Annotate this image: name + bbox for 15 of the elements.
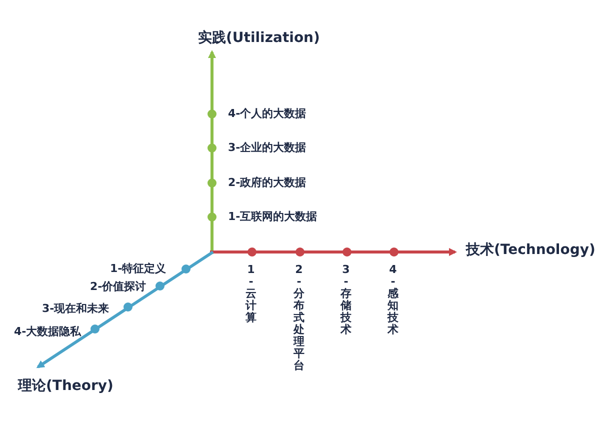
- axis-item: 1-互联网的大数据: [228, 210, 318, 223]
- axis-item: 1-云计算: [245, 264, 257, 324]
- axis-item: 2-分布式处理平台: [293, 264, 305, 372]
- axis-title: 实践(Utilization): [198, 32, 320, 45]
- axis-item: 4-个人的大数据: [228, 107, 306, 120]
- axis-item: 3-企业的大数据: [228, 141, 306, 154]
- axis-item: 2-价值探讨: [90, 280, 146, 293]
- axis-item: 3-存储技术: [340, 264, 352, 336]
- axis-item: 4-大数据隐私: [14, 325, 82, 338]
- axis-title: 技术(Technology): [466, 244, 596, 257]
- axis-item: 1-特征定义: [110, 262, 166, 275]
- axis-item: 3-现在和未来: [42, 302, 110, 315]
- axis-item: 2-政府的大数据: [228, 176, 306, 189]
- axis-item: 4-感知技术: [387, 264, 399, 336]
- axis-title: 理论(Theory): [18, 380, 114, 393]
